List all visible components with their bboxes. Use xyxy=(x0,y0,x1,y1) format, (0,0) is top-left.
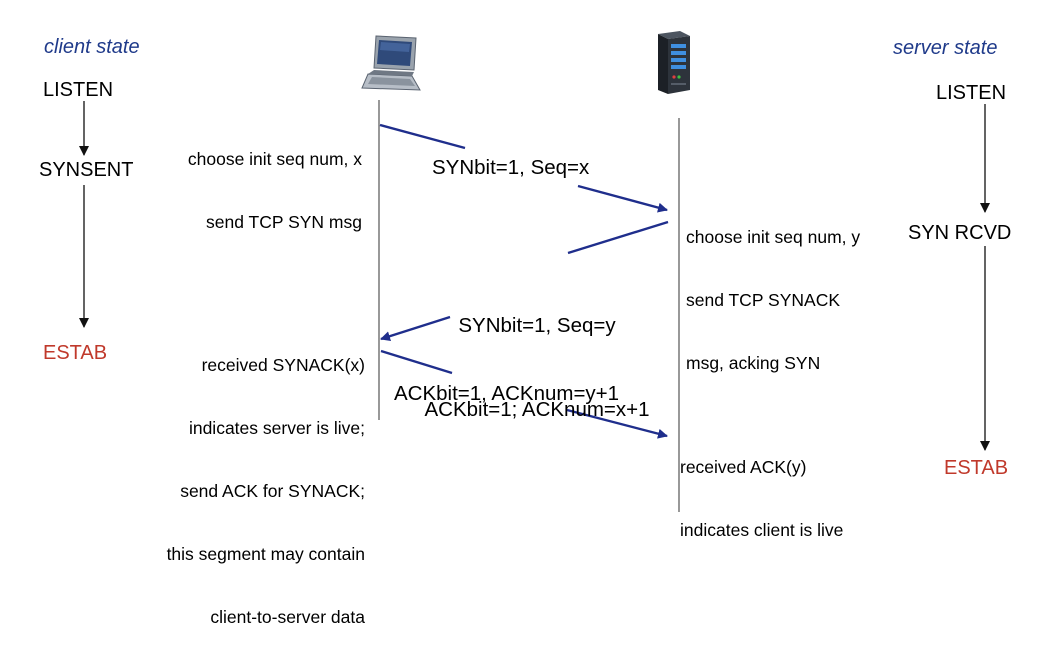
client-note-received: received SYNACK(x) indicates server is l… xyxy=(110,313,365,670)
synack-message-label: SYNbit=1, Seq=y ACKbit=1; ACKnum=x+1 xyxy=(392,256,682,480)
syn-arrow-segment-2 xyxy=(577,184,668,213)
synack-arrow-segment-2 xyxy=(380,315,451,342)
client-note-received-line-2: indicates server is live; xyxy=(188,418,365,438)
server-note-received-line-2: indicates client is live xyxy=(680,520,844,540)
server-state-estab: ESTAB xyxy=(944,457,1009,479)
server-state-listen: LISTEN xyxy=(936,82,1007,104)
client-state-synsent: SYNSENT xyxy=(39,159,134,181)
server-note-choose: choose init seq num, y send TCP SYNACK m… xyxy=(686,185,860,416)
server-state-header: server state xyxy=(893,37,998,59)
server-note-received-line-1: received ACK(y) xyxy=(680,457,807,477)
client-note-choose-line-2: send TCP SYN msg xyxy=(206,212,362,232)
synack-message-line-2: ACKbit=1; ACKnum=x+1 xyxy=(424,398,650,421)
client-state-estab: ESTAB xyxy=(43,342,108,364)
syn-arrow-segment-1 xyxy=(379,123,466,150)
synack-arrow-segment-1 xyxy=(567,220,669,255)
tcp-handshake-diagram: client state server state LISTEN SYNSENT… xyxy=(39,31,1012,627)
client-note-choose: choose init seq num, x send TCP SYN msg xyxy=(140,107,362,275)
server-note-received: received ACK(y) indicates client is live xyxy=(680,415,843,583)
client-note-received-line-1: received SYNACK(x) xyxy=(201,355,365,375)
ack-message-label: ACKbit=1, ACKnum=y+1 xyxy=(394,382,620,405)
laptop-computer-icon xyxy=(361,35,421,91)
ack-arrow-segment-1 xyxy=(380,349,453,375)
diagram-lines xyxy=(79,100,990,512)
client-state-header: client state xyxy=(44,36,140,58)
server-note-choose-line-2: send TCP SYNACK xyxy=(686,290,841,310)
syn-message-label: SYNbit=1, Seq=x xyxy=(432,156,590,179)
ack-arrow-segment-2 xyxy=(566,408,668,439)
server-note-choose-line-1: choose init seq num, y xyxy=(686,227,861,247)
client-state-listen: LISTEN xyxy=(43,79,114,101)
client-note-received-line-5: client-to-server data xyxy=(210,607,365,627)
server-state-syn-rcvd: SYN RCVD xyxy=(908,222,1012,244)
synack-message-line-1: SYNbit=1, Seq=y xyxy=(458,314,616,337)
server-tower-icon xyxy=(658,31,690,94)
client-note-received-line-4: this segment may contain xyxy=(166,544,365,564)
client-note-received-line-3: send ACK for SYNACK; xyxy=(180,481,365,501)
server-note-choose-line-3: msg, acking SYN xyxy=(686,353,821,373)
client-note-choose-line-1: choose init seq num, x xyxy=(187,149,362,169)
